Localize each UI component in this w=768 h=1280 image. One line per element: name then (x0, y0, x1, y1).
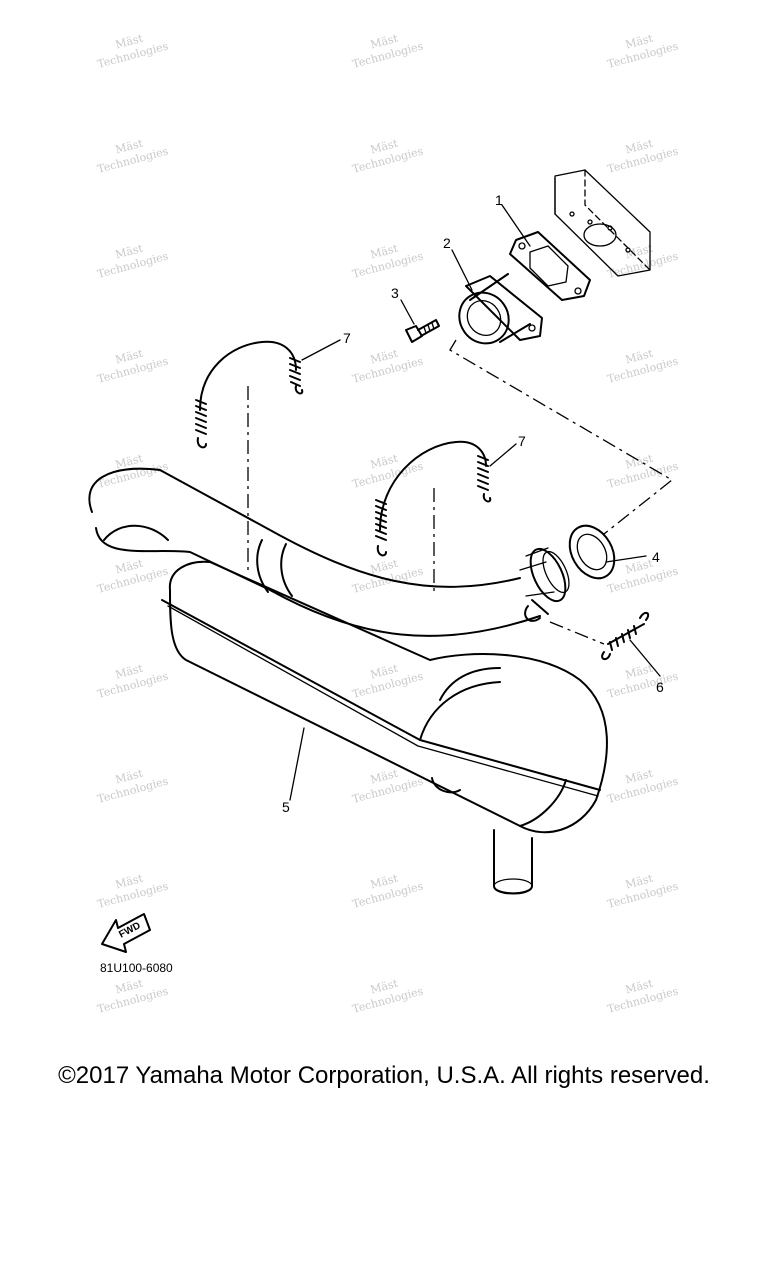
watermark: MästTechnologies (92, 551, 170, 596)
watermark: MästTechnologies (347, 551, 425, 596)
spring-part-6 (601, 612, 650, 660)
watermark: MästTechnologies (347, 236, 425, 281)
engine-block-outline (554, 169, 651, 277)
watermark: MästTechnologies (92, 236, 170, 281)
watermark: MästTechnologies (602, 656, 680, 701)
callout-2: 2 (443, 235, 451, 251)
watermark: MästTechnologies (92, 761, 170, 806)
watermark: MästTechnologies (347, 656, 425, 701)
watermark: MästTechnologies (602, 761, 680, 806)
callout-7-left: 7 (343, 330, 351, 346)
callout-7-right: 7 (518, 433, 526, 449)
callout-3: 3 (391, 285, 399, 301)
callout-5: 5 (282, 799, 290, 815)
watermark: MästTechnologies (92, 26, 170, 71)
watermark: MästTechnologies (347, 446, 425, 491)
watermark: MästTechnologies (602, 341, 680, 386)
fwd-label: FWD (117, 920, 142, 940)
watermark: MästTechnologies (347, 341, 425, 386)
watermark: MästTechnologies (92, 131, 170, 176)
flange-part-2 (458, 273, 543, 345)
ring-gasket-part-4 (568, 524, 616, 580)
watermark: MästTechnologies (602, 971, 680, 1016)
figure-code: 81U100-6080 (100, 961, 173, 975)
watermark: MästTechnologies (602, 446, 680, 491)
spring-part-7-left (195, 340, 304, 449)
watermark: MästTechnologies (92, 656, 170, 701)
callout-6: 6 (656, 679, 664, 695)
watermark: MästTechnologies (347, 761, 425, 806)
watermark: MästTechnologies (92, 971, 170, 1016)
fwd-arrow-icon: FWD (101, 913, 151, 953)
callout-labels: 1 2 3 4 5 6 7 7 (282, 192, 664, 815)
watermark: MästTechnologies (602, 866, 680, 911)
bolt-part-3 (405, 319, 440, 343)
leader-lines (289, 204, 661, 801)
watermark: MästTechnologies (347, 26, 425, 71)
spring-part-7-right (375, 440, 492, 557)
callout-4: 4 (652, 549, 660, 565)
assembly-lines (247, 339, 674, 645)
watermark: MästTechnologies (92, 866, 170, 911)
watermark: MästTechnologies (347, 131, 425, 176)
watermark: MästTechnologies (602, 131, 680, 176)
watermark: MästTechnologies (602, 236, 680, 281)
watermark: MästTechnologies (347, 971, 425, 1016)
watermark: MästTechnologies (92, 341, 170, 386)
copyright-notice: ©2017 Yamaha Motor Corporation, U.S.A. A… (58, 1062, 710, 1089)
watermark: MästTechnologies (347, 866, 425, 911)
muffler-part-5 (161, 560, 608, 895)
exhaust-pipe (88, 467, 570, 637)
callout-1: 1 (495, 192, 503, 208)
gasket-part-1 (509, 231, 591, 301)
watermark: MästTechnologies (602, 26, 680, 71)
